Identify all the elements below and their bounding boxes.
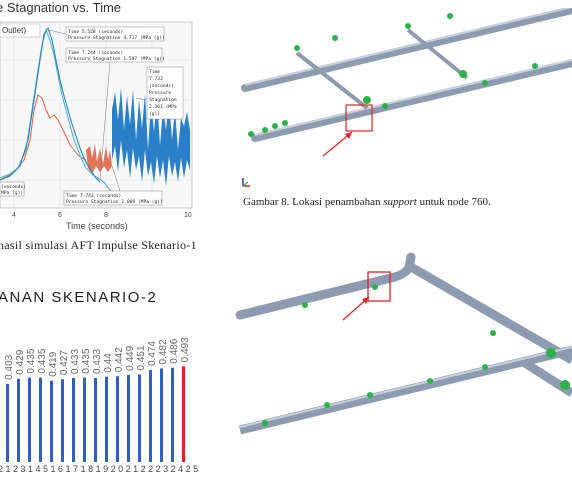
xtick-4: 4 bbox=[12, 212, 16, 219]
svg-text:Pressure: Pressure bbox=[149, 90, 171, 96]
xtick-8: 8 bbox=[104, 212, 108, 219]
svg-text:Time 7.743 (seconds: Time 7.743 (seconds) bbox=[66, 193, 121, 199]
svg-text:(seconds): (seconds) bbox=[149, 83, 174, 89]
svg-text:Pressure Stagnation 1.009 (MP: Pressure Stagnation 1.009 (MPa (g)) bbox=[66, 199, 163, 205]
bar bbox=[39, 377, 42, 462]
bar-value-label: 0.419 bbox=[48, 351, 59, 376]
svg-text:Pressure Stagnation 4.717 (MP: Pressure Stagnation 4.717 (MPa (g)) bbox=[68, 35, 165, 41]
bar bbox=[17, 378, 20, 462]
bar-value-label: 0.433 bbox=[70, 349, 81, 374]
caption-figure-8: Gambar 8. Lokasi penambahan support untu… bbox=[243, 196, 491, 208]
bar-value-label: 0.435 bbox=[81, 348, 92, 373]
bar-value-label: 0.403 bbox=[4, 354, 15, 379]
bar-value-label: 0.451 bbox=[136, 345, 147, 370]
bar bbox=[138, 374, 141, 462]
support-markers bbox=[262, 284, 570, 426]
bar bbox=[72, 377, 75, 462]
series-orange bbox=[0, 94, 87, 181]
callout-1: Time 5.528 (seconds) Pressure Stagnation… bbox=[47, 26, 165, 42]
chart-title: ANAN SKENARIO-2 bbox=[0, 289, 157, 306]
svg-text:7.732: 7.732 bbox=[149, 76, 163, 82]
bar-value-label: 0.435 bbox=[26, 348, 37, 373]
highlight-box bbox=[367, 271, 391, 302]
pipe-upper bbox=[241, 8, 572, 92]
bar-value-label: 0.486 bbox=[169, 338, 180, 363]
bar bbox=[127, 374, 130, 462]
support-markers bbox=[248, 13, 538, 137]
svg-text:Time: Time bbox=[149, 69, 160, 75]
bar bbox=[83, 377, 86, 462]
series-blue-noise bbox=[112, 88, 190, 186]
plot-title: e Stagnation vs. Time bbox=[0, 0, 121, 15]
bar-value-label: 0.427 bbox=[59, 350, 70, 375]
stagnation-plot: e Stagnation vs. Time Outlet) Time 5.528… bbox=[0, 0, 196, 232]
branch-pipe-2 bbox=[406, 28, 469, 80]
bar-value-label: 0.474 bbox=[147, 341, 158, 366]
bar bbox=[6, 383, 9, 462]
svg-text:Time 5.528 (seconds: Time 5.528 (seconds) bbox=[68, 29, 123, 35]
svg-text:Pressure Stagnation 1.597 (MP: Pressure Stagnation 1.597 (MPa (g)) bbox=[68, 56, 165, 62]
bar-value-label: 0.429 bbox=[15, 349, 26, 374]
xtick-10: 10 bbox=[184, 212, 192, 219]
legend bbox=[0, 23, 41, 38]
category-labels: 2 1 2 3 1 4 5 1 6 1 7 1 8 1 9 2 0 2 1 2 … bbox=[0, 464, 200, 474]
pipe-diagonal bbox=[408, 263, 572, 364]
bar-value-label: 0.44 bbox=[103, 353, 114, 373]
bar-value-label: 0.482 bbox=[158, 339, 169, 364]
svg-text:MPa (g)): MPa (g)) bbox=[1, 190, 23, 196]
x-axis-label: Time (seconds) bbox=[66, 221, 128, 231]
bar-value-label: 0.442 bbox=[114, 347, 125, 372]
pipe-model-node-760 bbox=[235, 8, 572, 193]
bar-highlight bbox=[182, 366, 185, 462]
pipe-upper-elbow bbox=[235, 252, 416, 320]
series-orange-noise bbox=[86, 144, 112, 174]
callout-3: Time 7.732 (seconds) Pressure Stagnation… bbox=[135, 66, 184, 120]
callout-4: (seconds) MPa (g)) bbox=[0, 181, 26, 197]
caption-figure-7: hasil simulasi AFT Impulse Skenario-1 bbox=[0, 238, 197, 252]
axis-triad-icon bbox=[242, 178, 250, 187]
bar bbox=[149, 370, 152, 462]
svg-text:(seconds): (seconds) bbox=[1, 184, 26, 190]
bar bbox=[171, 367, 174, 462]
bar bbox=[116, 376, 119, 462]
bar bbox=[61, 379, 64, 462]
bar bbox=[50, 380, 53, 462]
bar bbox=[28, 377, 31, 462]
svg-text:Time 7.244 (seconds: Time 7.244 (seconds) bbox=[68, 50, 123, 56]
series-blue bbox=[0, 26, 101, 183]
pipe-lower bbox=[251, 59, 572, 142]
bar bbox=[94, 377, 97, 462]
callout-2: Time 7.244 (seconds) Pressure Stagnation… bbox=[65, 47, 165, 181]
xtick-6: 6 bbox=[58, 212, 62, 219]
bar bbox=[105, 376, 108, 462]
bar-value-label: 0.449 bbox=[125, 345, 136, 370]
svg-text:2.361 (MPa: 2.361 (MPa bbox=[149, 104, 177, 110]
legend-label: Outlet) bbox=[2, 26, 26, 35]
pipe-lower bbox=[238, 345, 572, 435]
branch-pipe-1 bbox=[295, 51, 369, 110]
svg-text:Stagnation: Stagnation bbox=[149, 97, 177, 103]
callout-5: Time 7.743 (seconds) Pressure Stagnation… bbox=[63, 165, 163, 206]
bar-value-label: 0.433 bbox=[92, 349, 103, 374]
highlight-box bbox=[345, 104, 373, 132]
bar-value-label: 0.493 bbox=[180, 337, 191, 362]
bar bbox=[160, 368, 163, 462]
bar-value-label: 0.435 bbox=[37, 348, 48, 373]
svg-text:(g)): (g)) bbox=[149, 111, 160, 117]
pipe-model-skenario-2 bbox=[235, 245, 572, 445]
